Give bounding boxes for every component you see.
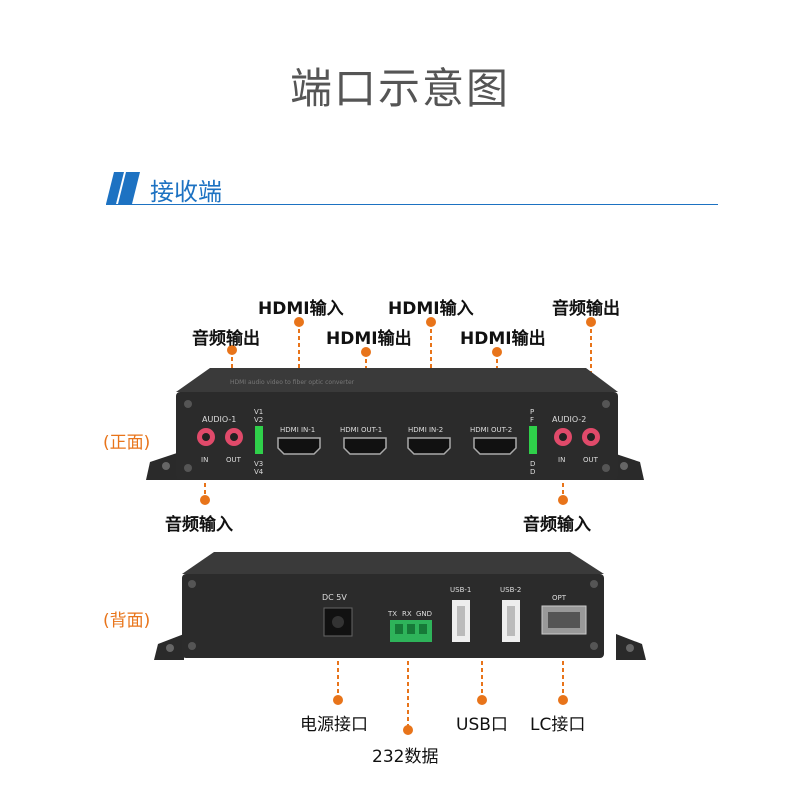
section-stripes-icon: [106, 172, 140, 204]
svg-text:GND: GND: [416, 610, 432, 618]
section-title: 接收端: [150, 178, 222, 206]
svg-text:P: P: [530, 408, 534, 416]
svg-text:D: D: [530, 468, 535, 476]
hdmi-out-1-port: [343, 437, 387, 455]
hdmi-in-1-port: [277, 437, 321, 455]
front-side-label: (正面): [103, 433, 151, 453]
page-title: 端口示意图: [289, 64, 510, 113]
svg-text:F: F: [530, 416, 534, 424]
svg-text:IN: IN: [558, 456, 565, 464]
callout-audio-in-1: 音频输入: [165, 515, 233, 535]
section-divider: [106, 204, 718, 205]
callout-usb: USB口: [456, 715, 508, 735]
svg-text:HDMI OUT-2: HDMI OUT-2: [470, 426, 512, 434]
callout-audio-out-1: 音频输出: [192, 329, 260, 349]
svg-text:HDMI IN-2: HDMI IN-2: [408, 426, 443, 434]
svg-text:OPT: OPT: [552, 594, 567, 602]
pf-led-bar: [529, 426, 537, 454]
callout-lc: LC接口: [530, 715, 586, 735]
svg-text:RX: RX: [402, 610, 412, 618]
svg-text:HDMI audio video to fiber opti: HDMI audio video to fiber optic converte…: [230, 379, 355, 386]
callout-hdmi-in-2: HDMI输入: [388, 299, 474, 319]
back-device: DC 5V TX RX GND USB-1 USB-2 OPT: [154, 552, 646, 660]
hdmi-out-2-port: [473, 437, 517, 455]
svg-text:TX: TX: [387, 610, 397, 618]
callout-hdmi-in-1: HDMI输入: [258, 299, 344, 319]
front-device: HDMI audio video to fiber optic converte…: [146, 368, 644, 480]
svg-text:USB-2: USB-2: [500, 586, 521, 594]
svg-text:OUT: OUT: [583, 456, 599, 464]
svg-text:OUT: OUT: [226, 456, 242, 464]
callout-hdmi-out-1: HDMI输出: [326, 329, 412, 349]
svg-text:HDMI OUT-1: HDMI OUT-1: [340, 426, 382, 434]
svg-text:V4: V4: [254, 468, 264, 476]
svg-text:V2: V2: [254, 416, 263, 424]
hdmi-in-2-port: [407, 437, 451, 455]
svg-text:USB-1: USB-1: [450, 586, 471, 594]
svg-text:V3: V3: [254, 460, 263, 468]
svg-text:D: D: [530, 460, 535, 468]
svg-text:V1: V1: [254, 408, 263, 416]
back-side-label: (背面): [103, 611, 151, 631]
v-led-bar: [255, 426, 263, 454]
callout-audio-out-2: 音频输出: [552, 299, 620, 319]
callout-rs232: 232数据: [372, 747, 439, 767]
svg-text:IN: IN: [201, 456, 208, 464]
callout-power: 电源接口: [300, 715, 368, 735]
callout-hdmi-out-2: HDMI输出: [460, 329, 546, 349]
callout-audio-in-2: 音频输入: [523, 515, 591, 535]
svg-text:AUDIO-2: AUDIO-2: [552, 415, 586, 424]
svg-text:HDMI IN-1: HDMI IN-1: [280, 426, 315, 434]
svg-text:DC 5V: DC 5V: [322, 593, 347, 602]
audio1-label: AUDIO-1: [202, 415, 236, 424]
